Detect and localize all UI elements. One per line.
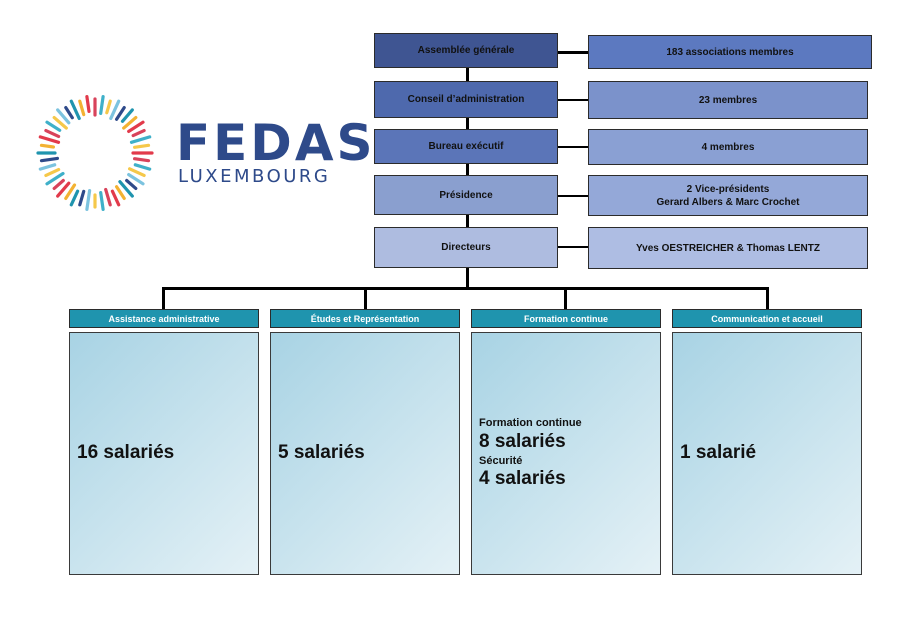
logo-ring-dash: [56, 181, 71, 198]
conseil-administration-box: Conseil d’administration: [374, 81, 558, 118]
link-line-5: [557, 246, 588, 248]
dept-body-communication: 1 salarié: [672, 332, 862, 575]
link-line-1: [557, 51, 588, 54]
presidence-detail-line2: Gerard Albers & Marc Crochet: [656, 196, 800, 208]
drop-line-1: [162, 287, 165, 309]
dept-header-communication: Communication et accueil: [672, 309, 862, 328]
logo-ring-dash: [99, 190, 105, 212]
logo-ring-dash: [44, 167, 61, 178]
logo-ring-dash: [39, 143, 55, 149]
assemblee-detail-box: 183 associations membres: [588, 35, 872, 69]
logo-ring-dash: [131, 128, 146, 138]
logo-ring-dash: [109, 99, 121, 120]
sub-unit-label: Sécurité: [479, 454, 523, 467]
bureau-detail-box: 4 membres: [588, 129, 868, 165]
logo-ring-dash: [52, 116, 68, 130]
logo-ring-dash: [38, 135, 61, 144]
presidence-box: Présidence: [374, 175, 558, 215]
staff-count: 4 salariés: [479, 467, 566, 489]
logo-ring-dash: [99, 95, 105, 115]
dept-body-etudes: 5 salariés: [270, 332, 460, 575]
logo-ring-dash: [114, 185, 126, 201]
staff-count: 8 salariés: [479, 430, 566, 452]
logo-ring-dash: [125, 178, 138, 191]
staff-count: 16 salariés: [77, 442, 175, 464]
branch-line: [162, 287, 769, 290]
link-line-4: [557, 195, 588, 197]
logo-ring-dash: [56, 108, 71, 125]
logo-ring-dash: [104, 187, 112, 207]
logo-ring-dash: [120, 108, 134, 123]
logo-subtitle: LUXEMBOURG: [178, 166, 331, 187]
logo-ring-dash: [118, 180, 134, 198]
logo-ring-dash: [45, 120, 62, 132]
logo-ring-dash: [110, 189, 121, 207]
directeurs-detail-box: Yves OESTREICHER & Thomas LENTZ: [588, 227, 868, 269]
logo-ring-dash: [38, 163, 57, 171]
bureau-executif-box: Bureau exécutif: [374, 129, 558, 164]
logo-ring-dash: [52, 178, 65, 191]
directeurs-box: Directeurs: [374, 227, 558, 268]
logo-ring-dash: [132, 157, 151, 163]
dept-title: Formation continue: [524, 313, 608, 324]
dept-header-etudes: Études et Représentation: [270, 309, 460, 328]
logo-ring-dash: [133, 163, 152, 171]
drop-line-2: [364, 287, 367, 309]
dept-body-formation: Formation continue 8 salariés Sécurité 4…: [471, 332, 661, 575]
conseil-administration-label: Conseil d’administration: [407, 94, 525, 105]
assemblee-generale-box: Assemblée générale: [374, 33, 558, 68]
staff-count: 5 salariés: [278, 442, 365, 464]
dept-title: Communication et accueil: [711, 313, 823, 324]
conseil-detail-box: 23 membres: [588, 81, 868, 119]
link-line-2: [557, 99, 588, 101]
dept-header-assistance: Assistance administrative: [69, 309, 259, 328]
logo-ring-dash: [122, 116, 138, 130]
logo-ring-dash: [127, 172, 145, 186]
logo-ring-dash: [69, 189, 80, 207]
assemblee-detail: 183 associations membres: [666, 46, 794, 58]
sub-unit-label: Formation continue: [479, 417, 582, 430]
logo-ring-dash: [44, 128, 61, 139]
dept-title: Études et Représentation: [310, 313, 420, 324]
drop-line-4: [766, 287, 769, 309]
logo-ring-dash: [129, 135, 152, 144]
directeurs-detail: Yves OESTREICHER & Thomas LENTZ: [636, 242, 820, 254]
conseil-detail: 23 membres: [698, 94, 758, 106]
logo-ring-dash: [64, 106, 74, 120]
logo-ring-dash: [64, 183, 77, 201]
logo-ring-dash: [127, 167, 146, 178]
drop-line-3: [564, 287, 567, 309]
presidence-detail-box: 2 Vice-présidents Gerard Albers & Marc C…: [588, 175, 868, 216]
presidence-label: Présidence: [439, 189, 493, 201]
staff-count: 1 salarié: [680, 442, 757, 464]
logo-ring-dash: [45, 171, 65, 186]
logo-ring-dash: [114, 106, 126, 121]
directeurs-label: Directeurs: [441, 242, 491, 253]
fedas-logo: FEDAS LUXEMBOURG: [30, 88, 373, 218]
presidence-detail-line1: 2 Vice-présidents: [686, 183, 770, 195]
logo-ring-dash: [127, 120, 145, 134]
logo-name: FEDAS: [176, 114, 376, 172]
dept-header-formation: Formation continue: [471, 309, 661, 328]
bureau-detail: 4 membres: [701, 141, 755, 153]
logo-ring-dash: [39, 156, 59, 163]
logo-ring-dash: [78, 189, 86, 207]
logo-ring-dash: [132, 143, 151, 149]
link-line-3: [557, 146, 588, 148]
logo-ring-dash: [85, 95, 91, 113]
assemblee-generale-label: Assemblée générale: [417, 45, 515, 56]
dept-title: Assistance administrative: [108, 313, 220, 324]
logo-ring-dash: [69, 99, 81, 120]
logo-ring-dash: [105, 99, 112, 115]
dept-body-assistance: 16 salariés: [69, 332, 259, 575]
bureau-executif-label: Bureau exécutif: [428, 141, 504, 152]
logo-ring-dash: [85, 188, 92, 212]
ring-logo-icon: [36, 95, 154, 212]
logo-ring-dash: [78, 99, 86, 117]
